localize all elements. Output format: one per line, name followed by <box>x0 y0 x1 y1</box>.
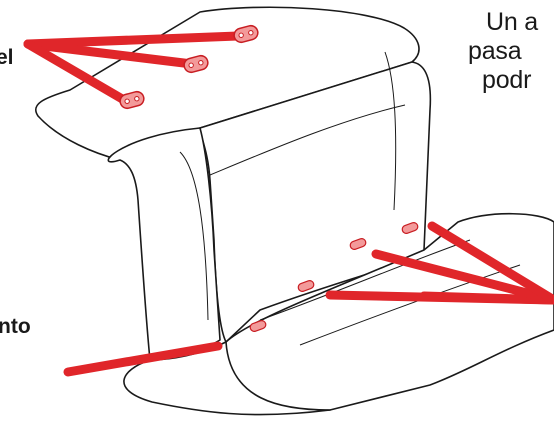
note-line: Un a <box>486 8 538 37</box>
note-line: pasa <box>468 37 521 66</box>
label-bottom-left: nto <box>0 315 31 339</box>
label-top-left: el <box>0 46 14 70</box>
note-line: podr <box>482 66 531 95</box>
